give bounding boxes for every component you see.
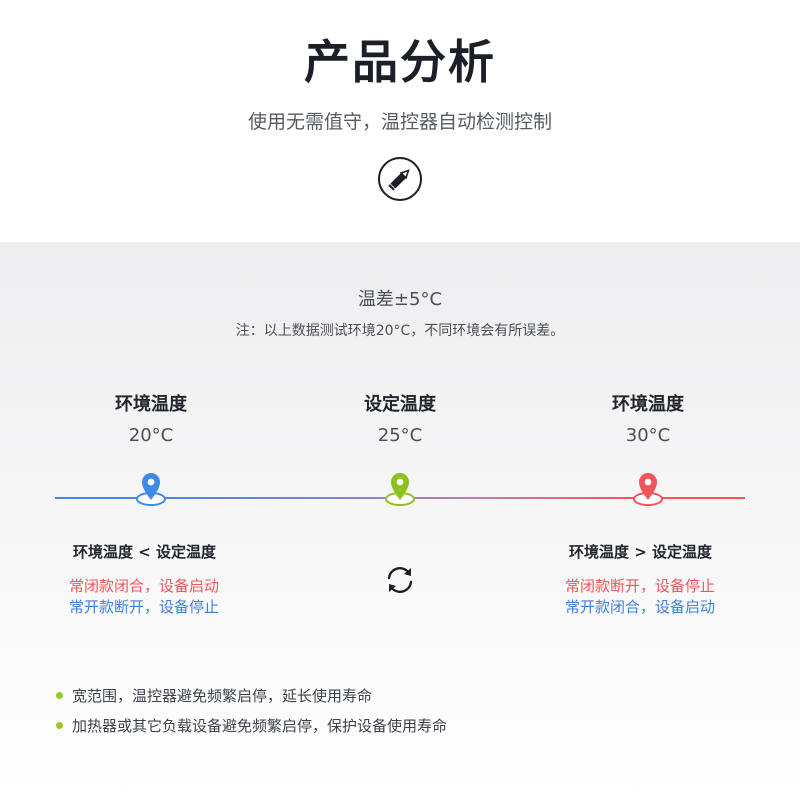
point-ambient-high: 环境温度 30°C xyxy=(548,392,748,448)
right-condition: 环境温度 > 设定温度 xyxy=(569,543,713,561)
feature-text: 加热器或其它负载设备避免频繁启停，保护设备使用寿命 xyxy=(72,717,448,735)
location-pin-red-icon xyxy=(633,473,663,506)
left-condition: 环境温度 < 设定温度 xyxy=(73,543,217,561)
left-normally-open-text: 常开款断开，设备停止 xyxy=(69,598,220,616)
right-normally-closed-text: 常闭款断开，设备停止 xyxy=(565,577,716,595)
feature-bullet: 加热器或其它负载设备避免频繁启停，保护设备使用寿命 xyxy=(56,715,756,737)
page-title: 产品分析 xyxy=(304,35,496,89)
bullet-dot-icon xyxy=(56,722,63,729)
point-label: 设定温度 xyxy=(364,394,436,415)
location-pin-blue-icon xyxy=(136,473,166,506)
feature-bullet: 宽范围，温控器避免频繁启停，延长使用寿命 xyxy=(56,685,756,707)
temperature-difference: 温差±5°C xyxy=(357,289,443,310)
feature-text: 宽范围，温控器避免频繁启停，延长使用寿命 xyxy=(72,687,373,705)
point-label: 环境温度 xyxy=(115,394,187,415)
analysis-section xyxy=(0,242,800,800)
right-normally-open-text: 常开款闭合，设备启动 xyxy=(565,598,716,616)
point-setpoint: 设定温度 25°C xyxy=(300,392,500,448)
point-temp: 25°C xyxy=(377,425,423,446)
header-section: 产品分析 使用无需值守，温控器自动检测控制 xyxy=(0,0,800,242)
page-subtitle: 使用无需值守，温控器自动检测控制 xyxy=(247,111,552,133)
left-normally-closed-text: 常闭款闭合，设备启动 xyxy=(69,577,220,595)
bullet-dot-icon xyxy=(56,692,63,699)
point-ambient-low: 环境温度 20°C xyxy=(51,392,251,448)
point-temp: 30°C xyxy=(625,425,671,446)
location-pin-green-icon xyxy=(385,473,415,506)
point-label: 环境温度 xyxy=(612,394,684,415)
refresh-cycle-icon xyxy=(387,567,413,593)
pen-icon xyxy=(378,157,422,201)
test-note: 注：以上数据测试环境20°C，不同环境会有所误差。 xyxy=(235,323,565,339)
point-temp: 20°C xyxy=(128,425,174,446)
